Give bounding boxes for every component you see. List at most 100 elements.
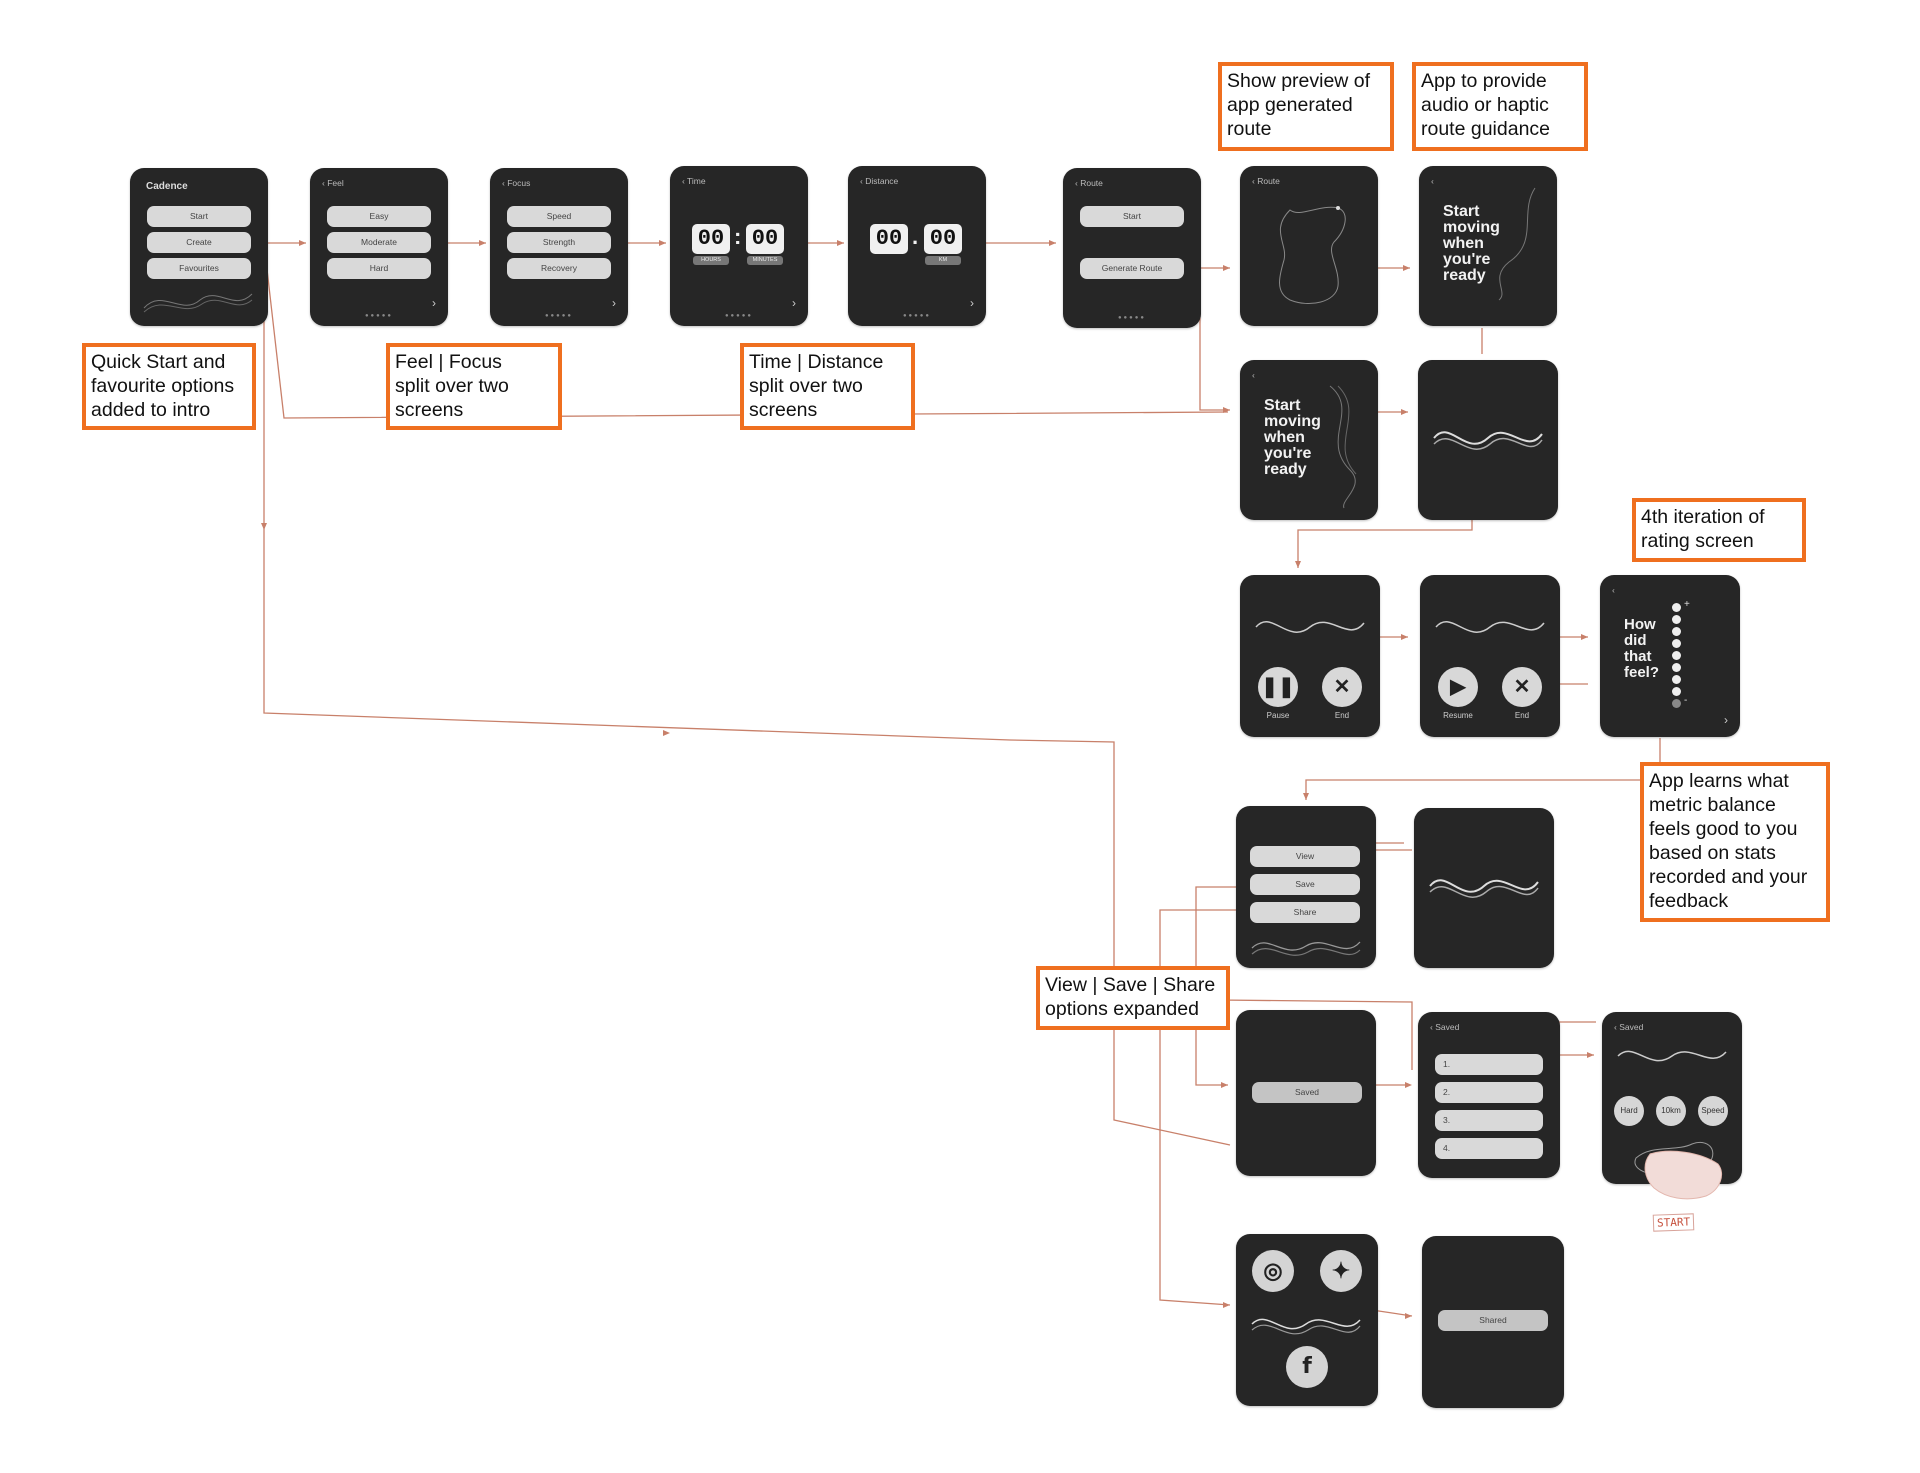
note-feel-focus: Feel | Focus split over two screens xyxy=(386,343,562,430)
note-view-save-share: View | Save | Share options expanded xyxy=(1036,966,1230,1030)
route-sketch-icon xyxy=(1644,1150,1722,1200)
instagram-icon[interactable]: ◎ xyxy=(1252,1250,1294,1292)
route-graphic-icon xyxy=(1498,187,1536,301)
screen-paused: ❚❚ ✕ Pause End xyxy=(1240,575,1380,737)
start-moving-text: Start moving when you're ready xyxy=(1443,203,1500,284)
view-button[interactable]: View xyxy=(1250,846,1360,867)
screen-wave-active xyxy=(1418,360,1558,520)
rating-step[interactable] xyxy=(1672,603,1681,612)
flow-line xyxy=(1305,738,1661,800)
screen-resume: ▶ ✕ Resume End xyxy=(1420,575,1560,737)
start-moving-text-2: Start moving when you're ready xyxy=(1264,397,1321,478)
saved-list-header[interactable]: ‹ Saved xyxy=(1430,1022,1460,1032)
route-header[interactable]: ‹ Route xyxy=(1075,178,1103,188)
arrowhead xyxy=(1405,1313,1412,1319)
back-chevron-icon[interactable]: ‹ xyxy=(1612,585,1615,595)
arrowhead xyxy=(1303,793,1309,800)
feel-header[interactable]: ‹ Feel xyxy=(322,178,344,188)
screen-time: ‹ Time 00 : 00 HOURS MINUTES › ●●●●● xyxy=(670,166,808,326)
saved-detail-header[interactable]: ‹ Saved xyxy=(1614,1022,1644,1032)
end-x-icon[interactable]: ✕ xyxy=(1502,667,1542,707)
screen-start-moving: ‹ Start moving when you're ready xyxy=(1419,166,1557,326)
shared-toast: Shared xyxy=(1438,1310,1548,1331)
rating-step[interactable] xyxy=(1672,687,1681,696)
arrowhead xyxy=(1049,240,1056,246)
play-icon[interactable]: ▶ xyxy=(1438,667,1478,707)
saved-item-3[interactable]: 3. xyxy=(1435,1110,1543,1131)
end-x-icon[interactable]: ✕ xyxy=(1322,667,1362,707)
forward-chevron-icon[interactable]: › xyxy=(792,296,796,310)
rating-step[interactable] xyxy=(1672,651,1681,660)
twitter-icon[interactable]: ✦ xyxy=(1320,1250,1362,1292)
save-button[interactable]: Save xyxy=(1250,874,1360,895)
hours-digit[interactable]: 00 xyxy=(692,224,730,254)
pause-icon[interactable]: ❚❚ xyxy=(1258,667,1298,707)
time-header-label: Time xyxy=(687,176,706,186)
generate-route-button[interactable]: Generate Route xyxy=(1080,258,1184,279)
distance-digit-2[interactable]: 00 xyxy=(924,224,962,254)
rating-step[interactable] xyxy=(1672,675,1681,684)
rating-step[interactable] xyxy=(1672,615,1681,624)
forward-chevron-icon[interactable]: › xyxy=(1724,713,1728,727)
screen-intro: Cadence Start Create Favourites xyxy=(130,168,268,326)
time-header[interactable]: ‹ Time xyxy=(682,176,706,186)
route-start-button[interactable]: Start xyxy=(1080,206,1184,227)
flow-line xyxy=(1217,999,1413,1070)
arrowhead xyxy=(1223,407,1230,413)
screen-saved-list: ‹ Saved 1. 2. 3. 4. xyxy=(1418,1012,1560,1178)
start-button[interactable]: Start xyxy=(147,206,251,227)
arrowhead xyxy=(479,240,486,246)
wave-graphic-icon xyxy=(1429,879,1539,898)
end-label: End xyxy=(1334,711,1350,720)
saved-list-header-label: Saved xyxy=(1435,1022,1460,1032)
arrowhead xyxy=(663,730,670,736)
recovery-option[interactable]: Recovery xyxy=(507,258,611,279)
note-text: App learns what metric balance feels goo… xyxy=(1649,770,1808,912)
facebook-icon[interactable]: f xyxy=(1286,1346,1328,1388)
screen-wave-view xyxy=(1414,808,1554,968)
hard-option[interactable]: Hard xyxy=(327,258,431,279)
favourites-button[interactable]: Favourites xyxy=(147,258,251,279)
note-text: 4th iteration of rating screen xyxy=(1641,506,1765,552)
page-dots: ●●●●● xyxy=(364,313,394,319)
create-button[interactable]: Create xyxy=(147,232,251,253)
saved-item-1[interactable]: 1. xyxy=(1435,1054,1543,1075)
forward-chevron-icon[interactable]: › xyxy=(612,296,616,310)
screen-start-moving-2: ‹ Start moving when you're ready xyxy=(1240,360,1378,520)
rating-step[interactable] xyxy=(1672,627,1681,636)
app-title: Cadence xyxy=(146,181,188,192)
back-chevron-icon[interactable]: ‹ xyxy=(1252,370,1255,380)
arrowhead xyxy=(261,523,267,530)
rating-step[interactable] xyxy=(1672,663,1681,672)
share-button[interactable]: Share xyxy=(1250,902,1360,923)
saved-item-2[interactable]: 2. xyxy=(1435,1082,1543,1103)
moderate-option[interactable]: Moderate xyxy=(327,232,431,253)
minutes-digit[interactable]: 00 xyxy=(746,224,784,254)
screen-feel: ‹ Feel Easy Moderate Hard › ●●●●● xyxy=(310,168,448,326)
route-preview-header[interactable]: ‹ Route xyxy=(1252,176,1280,186)
page-dots: ●●●●● xyxy=(544,313,574,319)
minutes-unit: MINUTES xyxy=(747,256,783,265)
back-chevron-icon[interactable]: ‹ xyxy=(1431,176,1434,186)
speed-option[interactable]: Speed xyxy=(507,206,611,227)
time-colon: : xyxy=(734,224,742,249)
distance-digit-1[interactable]: 00 xyxy=(870,224,908,254)
saved-item-4[interactable]: 4. xyxy=(1435,1138,1543,1159)
rating-step[interactable] xyxy=(1672,699,1681,708)
strength-option[interactable]: Strength xyxy=(507,232,611,253)
forward-chevron-icon[interactable]: › xyxy=(970,296,974,310)
easy-option[interactable]: Easy xyxy=(327,206,431,227)
km-unit: KM xyxy=(925,256,961,265)
rating-step[interactable] xyxy=(1672,639,1681,648)
wave-graphic-icon xyxy=(1251,941,1361,956)
forward-chevron-icon[interactable]: › xyxy=(432,296,436,310)
distance-header[interactable]: ‹ Distance xyxy=(860,176,899,186)
wave-graphic-icon xyxy=(1435,621,1545,633)
arrowhead xyxy=(1581,634,1588,640)
arrowhead xyxy=(837,240,844,246)
wave-graphic-icon xyxy=(1617,1050,1727,1062)
flow-line xyxy=(1297,518,1473,568)
focus-header[interactable]: ‹ Focus xyxy=(502,178,531,188)
hours-unit: HOURS xyxy=(693,256,729,265)
arrowhead xyxy=(1401,634,1408,640)
